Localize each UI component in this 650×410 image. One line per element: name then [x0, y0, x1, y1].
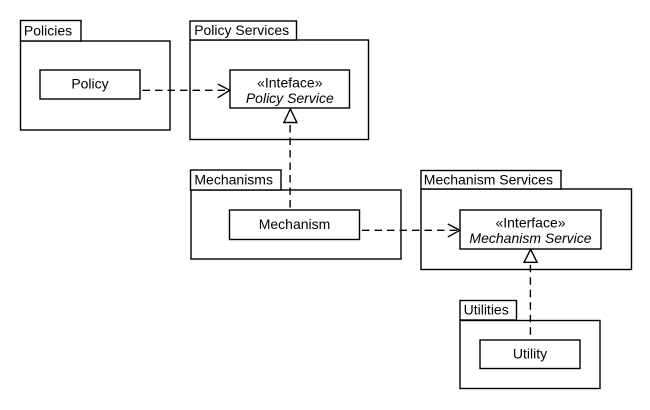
svg-text:Policy: Policy — [71, 75, 108, 91]
svg-text:Policy Service: Policy Service — [246, 90, 334, 106]
svg-text:«Interface»: «Interface» — [495, 215, 565, 231]
svg-text:Mechanisms: Mechanisms — [194, 172, 273, 188]
svg-text:Mechanism Service: Mechanism Service — [469, 230, 591, 246]
svg-text:Utilities: Utilities — [464, 301, 509, 317]
svg-text:«Inteface»: «Inteface» — [257, 75, 323, 91]
svg-text:Policies: Policies — [24, 23, 72, 39]
svg-text:Mechanism Services: Mechanism Services — [424, 171, 553, 187]
svg-text:Policy Services: Policy Services — [194, 22, 289, 38]
svg-text:Mechanism: Mechanism — [259, 216, 331, 232]
svg-text:Utility: Utility — [513, 346, 547, 362]
